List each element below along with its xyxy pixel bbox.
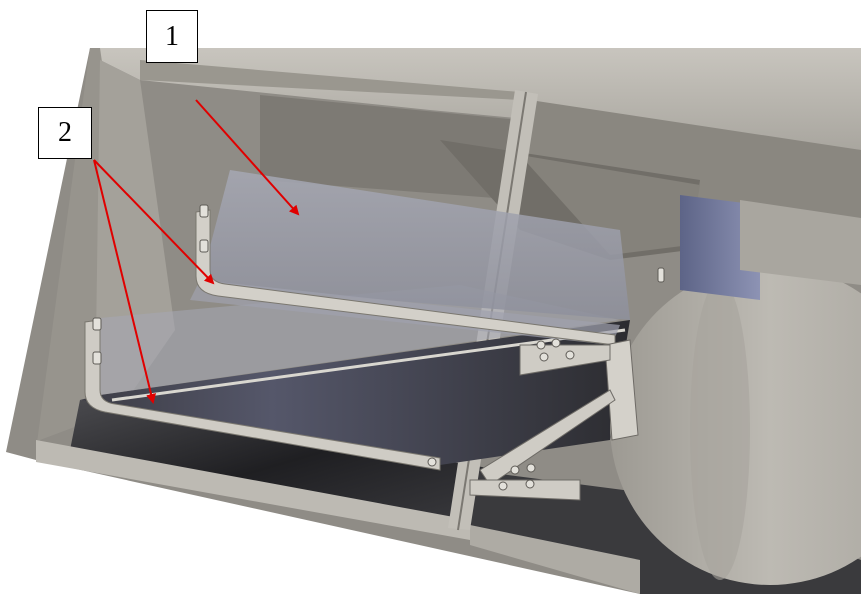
bolt xyxy=(525,479,535,489)
bolt xyxy=(427,457,437,467)
bolt xyxy=(199,204,209,218)
arrow-callout-1 xyxy=(195,99,300,216)
callout-label-1: 1 xyxy=(146,10,198,63)
bracket-plate xyxy=(604,339,639,441)
motor-cylinder-shadow xyxy=(690,280,750,580)
frame-top-lip xyxy=(140,60,520,100)
dark-interior xyxy=(70,400,500,525)
bracket-arm-3 xyxy=(469,479,581,501)
callout-label-2: 2 xyxy=(38,107,92,159)
motor-top-block xyxy=(740,200,861,285)
tray-lower-lip xyxy=(84,319,441,471)
arrow-callout-2-b xyxy=(93,159,156,404)
frame-back-wall xyxy=(260,95,520,200)
bracket-arm-1 xyxy=(519,344,611,376)
tray-upper-glass xyxy=(200,170,630,320)
bolt xyxy=(498,481,508,491)
frame-bottom-rail-2 xyxy=(470,525,640,594)
bolt xyxy=(539,352,549,362)
bolt xyxy=(536,340,546,350)
bolt xyxy=(551,338,561,348)
bolt xyxy=(526,463,536,473)
hopper-face xyxy=(520,155,700,255)
bolt xyxy=(657,267,665,283)
frame-bottom-rail xyxy=(36,440,470,540)
bolt xyxy=(510,465,520,475)
frame-back-wall-right xyxy=(530,100,861,230)
arrow-callout-2-a xyxy=(93,159,215,285)
bolt xyxy=(565,350,575,360)
bolt xyxy=(92,317,102,331)
bolt xyxy=(92,351,102,365)
bolt xyxy=(199,239,209,253)
bolts xyxy=(92,204,665,491)
tray-lower-bottom xyxy=(80,320,630,465)
